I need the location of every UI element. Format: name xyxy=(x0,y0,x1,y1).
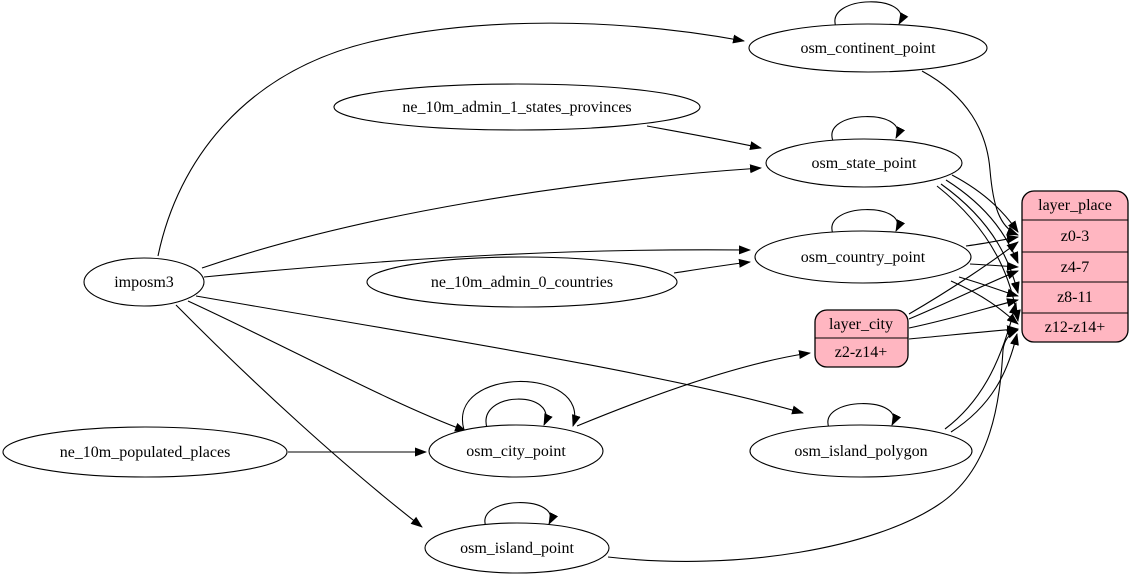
records-group xyxy=(814,190,1129,368)
edge-imposm3-to-island-point xyxy=(175,304,423,528)
edge-island-point-to-z12 xyxy=(607,329,1019,562)
loop-continent xyxy=(834,1,909,28)
edge-country-to-z0-3 xyxy=(965,234,1019,247)
node-ne-populated-shape xyxy=(2,426,288,478)
node-state-shape xyxy=(765,138,963,188)
node-label-ne-10m-admin-1-states-provinces: ne_10m_admin_1_states_provinces xyxy=(402,99,632,116)
edge-state-to-z8-11 xyxy=(940,183,1020,294)
edge-layer-city-to-z0-3 xyxy=(908,241,1019,315)
node-label-ne-10m-populated-places: ne_10m_populated_places xyxy=(59,444,231,461)
edge-layer-city-to-z8-11 xyxy=(908,298,1019,329)
loop-island-polygon xyxy=(827,403,902,429)
node-island-polygon-shape xyxy=(749,424,973,478)
nodes-group xyxy=(2,23,988,574)
edge-island-polygon-to-z12 xyxy=(950,333,1019,433)
record-layer-place-row-z12-z14: z12-z14+ xyxy=(1044,319,1106,336)
node-continent-shape xyxy=(748,23,988,73)
node-label-osm-country-point: osm_country_point xyxy=(800,249,926,266)
node-city-shape xyxy=(428,424,604,478)
node-label-imposm3: imposm3 xyxy=(114,274,174,291)
record-layer-place-shape xyxy=(1021,190,1129,343)
edge-imposm3-to-continent xyxy=(157,22,745,257)
edge-island-polygon-to-z8-11 xyxy=(944,302,1018,430)
node-island-point-shape xyxy=(424,522,610,574)
node-label-ne-10m-admin-0-countries: ne_10m_admin_0_countries xyxy=(430,274,614,291)
edge-ne0-countries-to-country xyxy=(673,258,751,274)
loop-city-outer xyxy=(461,381,581,431)
loop-state xyxy=(831,116,906,142)
record-layer-city-title: layer_city xyxy=(829,316,893,333)
node-label-osm-continent-point: osm_continent_point xyxy=(800,40,936,57)
edge-state-to-z4-7 xyxy=(945,179,1019,264)
edge-layer-city-to-z4-7 xyxy=(908,270,1019,320)
edge-state-to-z0-3 xyxy=(951,174,1019,233)
edge-ne1-states-to-state xyxy=(646,125,762,151)
node-label-osm-state-point: osm_state_point xyxy=(811,155,917,172)
node-imposm3-shape xyxy=(83,257,205,307)
edge-country-to-z12 xyxy=(950,280,1019,325)
node-label-osm-city-point: osm_city_point xyxy=(466,443,566,460)
edge-imposm3-to-island-polygon xyxy=(195,295,804,415)
record-layer-place-title: layer_place xyxy=(1038,197,1112,214)
edge-city-to-layer-city xyxy=(576,350,811,427)
edge-imposm3-to-state xyxy=(201,164,762,269)
record-layer-place-row-z8-11: z8-11 xyxy=(1057,289,1093,306)
node-ne0-countries-shape xyxy=(366,256,678,308)
node-label-osm-island-point: osm_island_point xyxy=(460,540,574,557)
edge-imposm3-to-country xyxy=(203,245,751,278)
loop-city-inner xyxy=(485,398,553,429)
edge-country-to-z4-7 xyxy=(969,261,1019,271)
edges-group xyxy=(157,1,1021,562)
loop-country xyxy=(831,209,906,235)
edge-layer-city-to-z12 xyxy=(908,325,1019,340)
record-layer-place-row-z4-7: z4-7 xyxy=(1060,259,1090,276)
record-layer-city-row-z2-z14: z2-z14+ xyxy=(834,344,888,361)
node-label-osm-island-polygon: osm_island_polygon xyxy=(794,443,928,460)
record-layer-place-row-z0-3: z0-3 xyxy=(1060,228,1090,245)
node-country-shape xyxy=(754,230,972,284)
node-ne1-states-shape xyxy=(333,83,701,131)
loop-island-point xyxy=(484,502,559,528)
edge-imposm3-to-city xyxy=(187,300,467,432)
edge-continent-to-z0-3 xyxy=(921,70,1019,236)
